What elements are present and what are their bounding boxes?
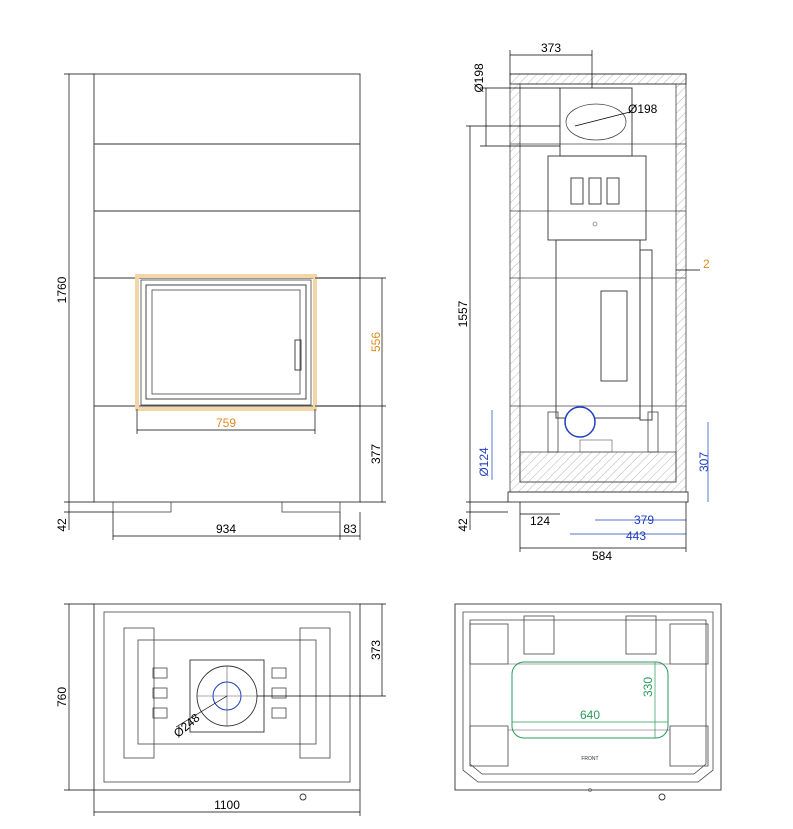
tab <box>271 687 287 699</box>
top-right-rail <box>299 627 331 759</box>
top-frame <box>137 639 317 745</box>
dim-584-label: 584 <box>592 549 612 563</box>
front-foot-left <box>112 501 172 513</box>
dim-line-248 <box>175 695 228 728</box>
side-base-block <box>519 451 677 483</box>
front-view: 1760 42 556 377 759 934 83 <box>55 73 386 540</box>
fire-frame <box>135 274 317 411</box>
base-inner-outline-2 <box>469 619 707 775</box>
dim-42-side-label: 42 <box>456 518 470 532</box>
dim-1760-label: 1760 <box>55 276 69 303</box>
dim-934-label: 934 <box>216 522 236 536</box>
top-inner-outline <box>103 611 351 783</box>
base-outline <box>454 603 722 791</box>
dim-124-label: 124 <box>530 514 550 528</box>
dim-2-label: 2 <box>703 257 710 271</box>
side-leg <box>647 411 659 453</box>
base-corner <box>469 725 509 767</box>
air-inlet-duct <box>579 439 613 453</box>
base-bracket <box>625 615 657 655</box>
tab <box>271 707 287 719</box>
base-mark <box>588 788 592 792</box>
dim-760-label: 760 <box>55 687 69 707</box>
door-profile <box>639 249 653 421</box>
flue-collar <box>559 87 633 157</box>
side-leg <box>547 411 559 453</box>
dim-1100-label: 1100 <box>214 798 240 812</box>
side-base-plate <box>507 491 689 503</box>
dim-248-label: Ø248 <box>171 710 203 740</box>
base-opening <box>511 661 669 739</box>
door-glass <box>151 289 301 395</box>
base-foot-marker <box>658 793 666 801</box>
base-corner <box>469 623 509 665</box>
side-shell <box>509 73 687 493</box>
base-bracket <box>523 615 555 655</box>
dim-443-label: 443 <box>626 529 646 543</box>
top-left-rail <box>123 627 155 759</box>
air-inlet <box>564 406 596 438</box>
fire-frame-inner <box>140 279 312 406</box>
front-label: FRONT <box>581 756 598 762</box>
dim-377-label: 377 <box>369 444 383 464</box>
dim-379-label: 379 <box>634 513 654 527</box>
dim-198-label: Ø198 <box>628 102 658 116</box>
base-corner <box>669 725 709 767</box>
dim-759-label: 759 <box>216 416 236 430</box>
tab <box>152 687 168 699</box>
base-corner <box>669 623 709 665</box>
side-top-cap <box>509 73 687 85</box>
dim-330-label: 330 <box>641 677 655 697</box>
top-view: 760 373 Ø248 1100 <box>55 603 386 816</box>
dim-307-label: 307 <box>697 452 711 472</box>
vent-slot <box>606 177 620 205</box>
dim-198-vertical-label: Ø198 <box>472 63 486 93</box>
dim-1557-label: 1557 <box>456 300 470 327</box>
dim-373-label: 373 <box>541 41 561 55</box>
vent-slot <box>588 177 602 205</box>
side-view: 373 Ø198 Ø198 1557 42 2 Ø124 124 307 379… <box>456 41 711 563</box>
tab <box>152 707 168 719</box>
door-handle <box>294 339 302 371</box>
screw <box>592 221 598 227</box>
dim-83-label: 83 <box>343 522 357 536</box>
tab <box>152 667 168 679</box>
convection-box <box>547 155 647 241</box>
dim-640-label: 640 <box>580 708 600 722</box>
top-outline <box>93 603 361 791</box>
dim-556-label: 556 <box>369 332 383 352</box>
base-view: 330 640 FRONT <box>454 603 722 801</box>
tab <box>271 667 287 679</box>
flue-ellipse <box>565 103 627 141</box>
dim-373-top-label: 373 <box>369 640 383 660</box>
side-window <box>600 290 628 382</box>
dim-42-label: 42 <box>55 518 69 532</box>
front-body <box>93 73 361 503</box>
base-inner-outline <box>462 611 714 783</box>
dim-o124-label: Ø124 <box>477 447 491 477</box>
firebox-door <box>145 284 307 400</box>
dim-line-diameter <box>574 111 631 127</box>
vent-slot <box>570 177 584 205</box>
front-foot-right <box>281 501 341 513</box>
top-foot-marker <box>299 793 307 801</box>
